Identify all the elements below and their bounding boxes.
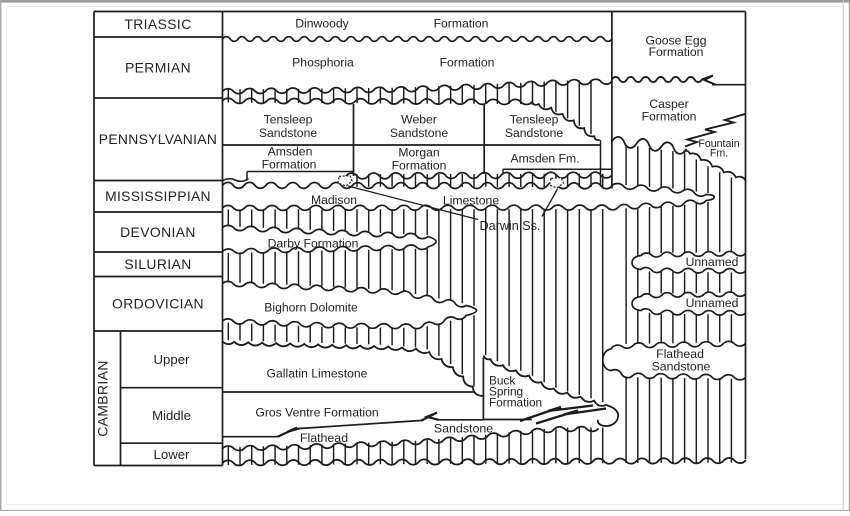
svg-text:Darwin Ss.: Darwin Ss. [480,219,541,233]
svg-text:Unnamed: Unnamed [686,255,739,269]
svg-text:Amsden: Amsden [268,145,313,159]
svg-text:PENNSYLVANIAN: PENNSYLVANIAN [99,131,217,147]
svg-text:Buck: Buck [489,374,515,388]
svg-text:Fountain: Fountain [698,138,739,150]
svg-text:Gros Ventre Formation: Gros Ventre Formation [255,406,378,420]
svg-text:Weber: Weber [401,113,437,127]
svg-text:PERMIAN: PERMIAN [125,60,191,76]
svg-text:Formation: Formation [392,159,447,173]
svg-text:Tensleep: Tensleep [510,113,559,127]
svg-text:Tensleep: Tensleep [264,113,313,127]
svg-text:Sandstone: Sandstone [259,126,317,140]
svg-text:Goose Egg: Goose Egg [646,34,707,48]
svg-text:Middle: Middle [152,408,191,423]
svg-text:Phosphoria: Phosphoria [292,56,354,70]
svg-text:Darby Formation: Darby Formation [268,237,359,251]
svg-text:Amsden Fm.: Amsden Fm. [510,152,579,166]
svg-text:DEVONIAN: DEVONIAN [120,224,196,240]
svg-text:Formation: Formation [649,45,704,59]
svg-text:Lower: Lower [154,447,191,462]
svg-text:Sandstone: Sandstone [434,421,493,435]
svg-text:SILURIAN: SILURIAN [124,256,191,272]
svg-text:TRIASSIC: TRIASSIC [124,16,191,32]
svg-text:Sandstone: Sandstone [505,126,563,140]
svg-text:Bighorn Dolomite: Bighorn Dolomite [264,301,358,315]
svg-text:Formation: Formation [440,56,495,70]
svg-text:Madison: Madison [311,193,357,207]
svg-text:Casper: Casper [649,97,688,111]
svg-text:ORDOVICIAN: ORDOVICIAN [112,296,204,312]
svg-text:Sandstone: Sandstone [652,360,711,374]
svg-text:Sandstone: Sandstone [390,126,448,140]
svg-text:Fm.: Fm. [710,148,728,160]
svg-text:MISSISSIPPIAN: MISSISSIPPIAN [105,188,211,204]
svg-text:Spring: Spring [489,385,523,399]
svg-text:CAMBRIAN: CAMBRIAN [95,360,111,437]
svg-text:Formation: Formation [434,17,489,31]
svg-text:Upper: Upper [154,352,191,367]
svg-text:Limestone: Limestone [443,194,499,208]
svg-text:Formation: Formation [489,396,542,410]
svg-text:Flathead: Flathead [300,431,348,445]
svg-text:Flathead: Flathead [656,347,704,361]
svg-text:Morgan: Morgan [398,146,439,160]
svg-text:Formation: Formation [262,158,317,172]
svg-text:Dinwoody: Dinwoody [295,17,349,31]
svg-text:Gallatin Limestone: Gallatin Limestone [267,367,368,381]
svg-text:Unnamed: Unnamed [686,296,739,310]
svg-text:Formation: Formation [642,110,697,124]
